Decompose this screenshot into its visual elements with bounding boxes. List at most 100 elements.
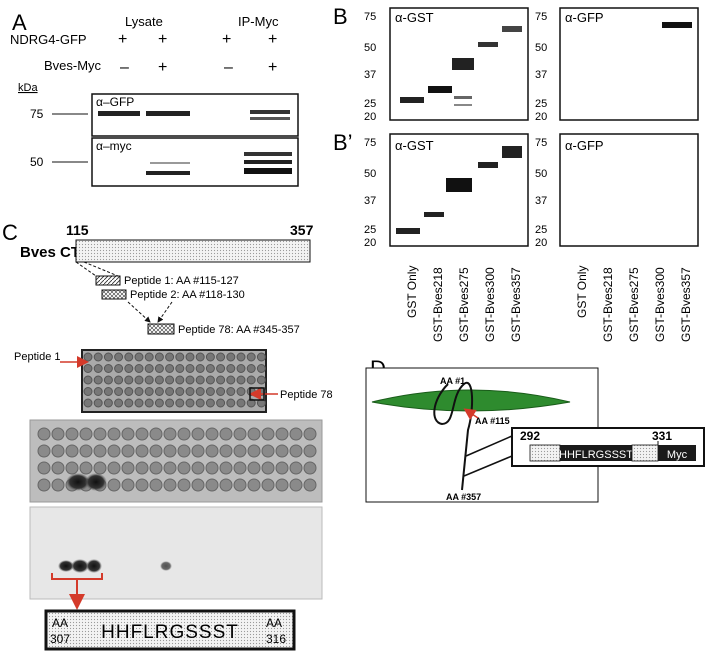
array-spot	[256, 364, 266, 373]
array-spot	[149, 427, 163, 441]
array-spot	[134, 352, 144, 362]
array-spot	[135, 427, 149, 441]
sign-r1-2: +	[158, 31, 167, 48]
bp-band-3	[446, 178, 472, 192]
array-spot	[121, 478, 135, 492]
array-spot	[247, 427, 261, 441]
array-spot	[149, 444, 163, 458]
blot-bp-gfp-label: α-GFP	[565, 138, 604, 153]
array-spot	[226, 352, 236, 362]
array-spot	[256, 375, 266, 385]
band-myc-4a	[244, 152, 292, 156]
array-spot	[135, 444, 149, 458]
construct-end: 357	[290, 222, 314, 238]
array-spot	[185, 364, 195, 373]
array-spot	[185, 398, 195, 408]
blot-myc-label: α–myc	[96, 139, 132, 153]
array-spot	[165, 398, 175, 408]
seq-aa-right-num: 316	[266, 632, 286, 646]
sign-r2-2: +	[158, 59, 167, 76]
seq-aa-left-num: 307	[50, 632, 70, 646]
array-spot	[121, 461, 135, 475]
bp2-marker-20: 20	[535, 237, 547, 249]
array-spot	[135, 478, 149, 492]
array-spot	[154, 352, 164, 362]
array-spot	[216, 375, 226, 385]
array-spot	[121, 427, 135, 441]
array-spot	[236, 352, 246, 362]
array-spot	[289, 444, 303, 458]
array-spot	[51, 461, 65, 475]
array-spot	[205, 461, 219, 475]
film-spot-2	[71, 559, 89, 573]
array-spot	[226, 387, 236, 396]
array-spot	[83, 375, 93, 385]
bp-marker-37: 37	[364, 195, 376, 207]
lane-label-r1: GST Only	[575, 266, 589, 318]
array-spot	[303, 444, 317, 458]
bp-band-4	[478, 162, 498, 168]
array-spot	[175, 387, 185, 396]
sign-r1-4: +	[268, 31, 277, 48]
band-gfp-4	[250, 110, 290, 114]
array-spot	[154, 375, 164, 385]
dashed-arrow-2	[157, 301, 173, 323]
array-spot	[114, 352, 124, 362]
array-spot	[37, 427, 51, 441]
array-spot	[205, 352, 215, 362]
array-spot	[37, 461, 51, 475]
d-seg-myc	[658, 445, 696, 461]
array-spot	[149, 461, 163, 475]
bp-band-5	[502, 146, 522, 158]
array-spot	[144, 352, 154, 362]
array-spot	[216, 352, 226, 362]
array-spot	[149, 478, 163, 492]
array-spot	[103, 364, 113, 373]
array-spot	[83, 364, 93, 373]
array-spot	[303, 461, 317, 475]
array-spot	[191, 478, 205, 492]
array-spot	[51, 427, 65, 441]
array-spot	[134, 387, 144, 396]
array-spot	[177, 444, 191, 458]
array-spot	[93, 444, 107, 458]
array-spot	[246, 352, 256, 362]
array-spot	[275, 461, 289, 475]
b-band-3c	[454, 104, 472, 106]
seq-aa-right: AA	[266, 616, 282, 630]
protein-chain	[433, 381, 474, 491]
peptide-78-box	[147, 323, 175, 335]
array-spot	[216, 364, 226, 373]
array-spot	[256, 352, 266, 362]
b-band-1	[400, 97, 424, 103]
array-spot	[65, 461, 79, 475]
array-spot	[246, 375, 256, 385]
array-spot	[79, 427, 93, 441]
array-spot	[93, 398, 103, 408]
array-film	[29, 506, 323, 600]
array-spot	[107, 427, 121, 441]
seq-aa-left: AA	[52, 616, 68, 630]
bp-band-2	[424, 212, 444, 217]
group-label-ipmyc: IP-Myc	[238, 14, 279, 29]
lane-label-r4: GST-Bves300	[653, 267, 667, 342]
array-spot	[124, 398, 134, 408]
lane-label-r3: GST-Bves275	[627, 267, 641, 342]
array-spot	[79, 444, 93, 458]
array-spot	[154, 398, 164, 408]
array-spot	[303, 427, 317, 441]
array-spot	[175, 364, 185, 373]
array-spot	[93, 427, 107, 441]
band-gfp-2	[146, 111, 190, 116]
lane-label-r5: GST-Bves357	[679, 267, 693, 342]
array-spot	[93, 387, 103, 396]
lane-label-l4: GST-Bves300	[483, 267, 497, 342]
marker-75-a: 75	[30, 107, 44, 121]
array-spot	[233, 461, 247, 475]
bp-marker-75: 75	[364, 137, 376, 149]
construct-bar	[75, 239, 311, 263]
array-spot	[103, 352, 113, 362]
array-spot	[175, 352, 185, 362]
peptide-1-box	[95, 275, 121, 286]
